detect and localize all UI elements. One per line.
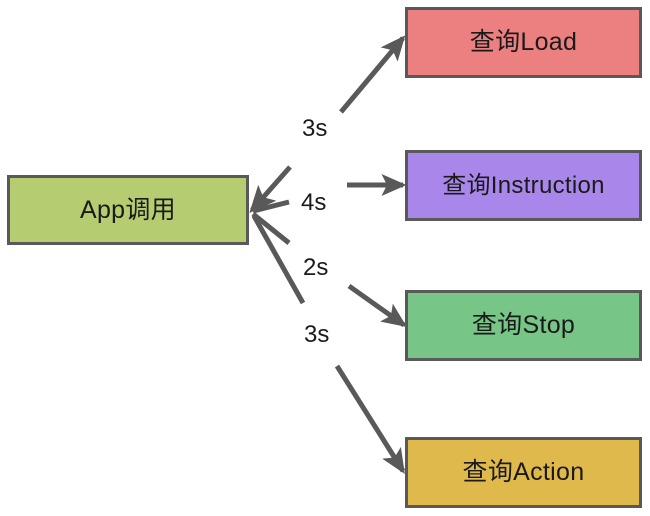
edge-label-app-to-stop: 2s bbox=[303, 254, 329, 281]
edge-stub-load bbox=[249, 165, 292, 213]
node-instruction-label: 查询Instruction bbox=[442, 171, 605, 199]
edge-label-app-to-load: 3s bbox=[302, 115, 328, 142]
edge-arrow-stop bbox=[347, 283, 407, 328]
node-load[interactable]: 查询Load bbox=[405, 7, 642, 78]
node-action[interactable]: 查询Action bbox=[405, 437, 642, 508]
node-instruction[interactable]: 查询Instruction bbox=[405, 150, 642, 221]
node-load-label: 查询Load bbox=[469, 28, 578, 56]
edge-stub-stop bbox=[251, 212, 291, 245]
edge-stub-action bbox=[251, 214, 306, 305]
node-app-label: App调用 bbox=[80, 195, 176, 224]
node-app[interactable]: App调用 bbox=[7, 175, 249, 245]
edge-label-app-to-instruction: 4s bbox=[301, 189, 327, 216]
node-stop-label: 查询Stop bbox=[471, 311, 576, 339]
edge-stub-instruction bbox=[252, 199, 290, 214]
edge-label-app-to-action: 3s bbox=[304, 321, 330, 348]
node-stop[interactable]: 查询Stop bbox=[405, 290, 642, 361]
node-action-label: 查询Action bbox=[462, 458, 585, 486]
edge-fan-stubs bbox=[249, 165, 306, 305]
edge-arrow-action bbox=[334, 364, 406, 474]
edge-arrow-load bbox=[339, 35, 406, 114]
